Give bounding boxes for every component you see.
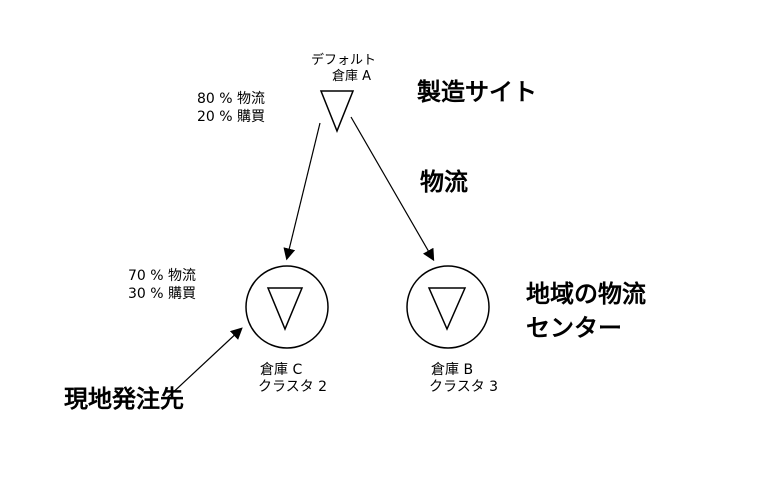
regional-center-line1: 地域の物流 xyxy=(526,280,646,308)
local-supplier-label: 現地発注先 xyxy=(64,385,184,413)
warehouse-c-caption-line1: 倉庫 C xyxy=(260,362,303,378)
warehouse-b-caption-line2: クラスタ 3 xyxy=(429,379,499,395)
local-supplier-arrow xyxy=(166,327,243,399)
warehouse-b-caption: 倉庫 B クラスタ 3 xyxy=(429,362,498,396)
default-warehouse-label-line2: 倉庫 A xyxy=(331,69,372,84)
warehouse-c-circle xyxy=(245,265,329,349)
warehouse-b-triangle-icon xyxy=(427,287,467,331)
flow-arrow-to-warehouse-b xyxy=(350,116,435,262)
left-split-line2: 30 % 購買 xyxy=(128,286,197,302)
warehouse-c-caption: 倉庫 C クラスタ 2 xyxy=(258,362,327,396)
top-split-line1: 80 % 物流 xyxy=(197,91,266,107)
left-split-label: 70 % 物流 30 % 購買 xyxy=(128,267,196,303)
warehouse-c-caption-line2: クラスタ 2 xyxy=(258,379,328,395)
top-split-label: 80 % 物流 20 % 購買 xyxy=(197,90,265,126)
warehouse-b-circle xyxy=(406,265,490,349)
default-warehouse-label-line1: デフォルト xyxy=(311,53,377,68)
middle-flow-label: 物流 xyxy=(420,168,468,196)
warehouse-c-triangle-icon xyxy=(266,287,304,331)
flow-arrow-to-warehouse-c xyxy=(283,122,321,261)
warehouse-b-caption-line1: 倉庫 B xyxy=(431,362,474,378)
left-split-line1: 70 % 物流 xyxy=(128,268,197,284)
top-split-line2: 20 % 購買 xyxy=(197,109,266,125)
manufacturing-site-label: 製造サイト xyxy=(417,78,537,106)
regional-center-label: 地域の物流 センター xyxy=(526,277,646,345)
default-warehouse-label: デフォルト 倉庫 A xyxy=(311,53,376,85)
regional-center-line2: センター xyxy=(526,314,622,342)
default-warehouse-triangle-icon xyxy=(319,90,355,134)
